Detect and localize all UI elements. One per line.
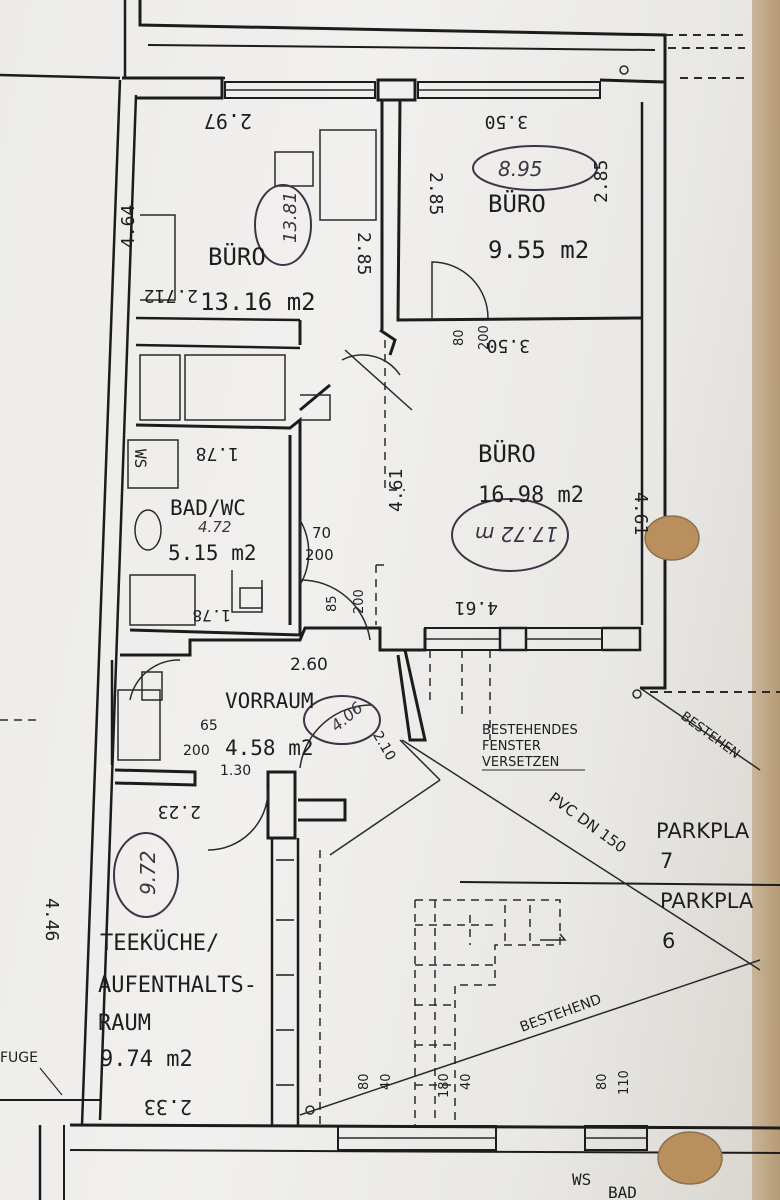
- doors: [129, 261, 489, 851]
- room-area-office-right: 9.55 m2: [488, 236, 589, 264]
- dim-office-center-right: 4.61: [630, 492, 651, 535]
- note-existing-top: BESTEHEN: [678, 709, 743, 762]
- hall-opening-size: 2.10: [369, 729, 398, 764]
- dim-office-right-width: 3.50: [485, 111, 528, 132]
- table-edge: [752, 0, 780, 1200]
- fixture-ws: WS: [131, 449, 150, 468]
- parking-2-label: PARKPLA: [660, 889, 754, 913]
- note-existing: BESTEHEND: [518, 992, 604, 1036]
- stair-num-5: 80: [595, 1073, 610, 1090]
- stair-num-6: 110: [617, 1070, 632, 1095]
- fixture-ws-bottom: WS: [572, 1170, 591, 1189]
- room-area-bath: 5.15 m2: [168, 541, 257, 565]
- dim-bath-bottom: 1.78: [192, 606, 231, 625]
- room-name-office-right: BÜRO: [488, 189, 546, 218]
- door2-height: 200: [305, 546, 334, 564]
- corner-size: 1.30: [220, 763, 251, 779]
- door4-width: 65: [200, 718, 218, 734]
- note-existing-window-1: BESTEHENDES: [482, 723, 578, 738]
- hand-area-kitchen: 9.72: [136, 850, 160, 895]
- stair-num-1: 80: [357, 1073, 372, 1090]
- hall-door-size: 2.60: [290, 655, 328, 675]
- dim-office-right-right: 2.85: [591, 160, 612, 203]
- stair-num-3: 180: [437, 1073, 452, 1098]
- marker-circle: [619, 65, 629, 75]
- dim-kitchen-top: 2.23: [158, 801, 201, 822]
- outer-dimension: 4.46: [41, 898, 62, 941]
- dim-office-left-width: 2.97: [204, 109, 252, 133]
- dim-bath-top: 1.78: [196, 443, 239, 464]
- note-pipe: PVC DN 150: [546, 789, 630, 857]
- hand-area-bath: 4.72: [198, 518, 231, 536]
- door1-height: 200: [477, 325, 492, 350]
- room-area-kitchen: 9.74 m2: [100, 1047, 193, 1072]
- dim-office-left-height: 2.85: [353, 232, 374, 275]
- room-name-bath: BAD/WC: [170, 496, 246, 520]
- room-name-kitchen-3: RAUM: [98, 1011, 151, 1036]
- dim-office-left-left: 4.64: [118, 205, 139, 248]
- pencil-circles: [113, 145, 598, 918]
- dim-office-left-bottom: 2.712: [144, 285, 198, 306]
- room-name-hall: VORRAUM: [225, 689, 314, 713]
- parking-1-number: 7: [660, 849, 673, 873]
- staircase: [0, 34, 780, 1125]
- door3-width: 85: [325, 595, 340, 612]
- dim-office-center-bottom: 4.61: [455, 597, 498, 618]
- dim-office-center-top: 3.50: [487, 335, 530, 356]
- stair-num-2: 40: [379, 1073, 394, 1090]
- stair-num-4: 40: [459, 1073, 474, 1090]
- dim-office-center-left: 4.61: [386, 469, 407, 512]
- door4-height: 200: [183, 743, 210, 759]
- note-existing-window-3: VERSETZEN: [482, 755, 559, 770]
- room-name-kitchen-2: AUFENTHALTS-: [98, 973, 257, 998]
- dim-office-right-left: 2.85: [425, 172, 446, 215]
- hand-area-hall: 4.06: [327, 698, 367, 735]
- parking-1-label: PARKPLA: [656, 819, 750, 843]
- hand-area-office-center: 17.72 m: [475, 522, 558, 546]
- note-joint: FUGE: [0, 1050, 38, 1066]
- dim-kitchen-bottom: 2.33: [144, 1095, 192, 1119]
- room-area-office-center: 16.98 m2: [478, 483, 584, 508]
- label-bath-bottom: BAD: [608, 1183, 637, 1200]
- door3-height: 200: [352, 589, 367, 614]
- hand-area-office-left: 13.81: [280, 191, 301, 243]
- note-existing-window-2: FENSTER: [482, 739, 541, 754]
- hand-area-office-right: 8.95: [498, 157, 543, 181]
- room-name-office-center: BÜRO: [478, 439, 536, 468]
- punch-holes: [644, 515, 723, 1185]
- room-area-hall: 4.58 m2: [225, 736, 314, 760]
- room-area-office-left: 13.16 m2: [200, 288, 316, 316]
- furniture: [117, 129, 405, 1125]
- door2-width: 70: [312, 524, 331, 542]
- room-name-kitchen-1: TEEKÜCHE/: [100, 930, 219, 956]
- door1-width: 80: [452, 329, 467, 346]
- parking-2-number: 6: [662, 929, 675, 953]
- room-name-office-left: BÜRO: [208, 242, 266, 271]
